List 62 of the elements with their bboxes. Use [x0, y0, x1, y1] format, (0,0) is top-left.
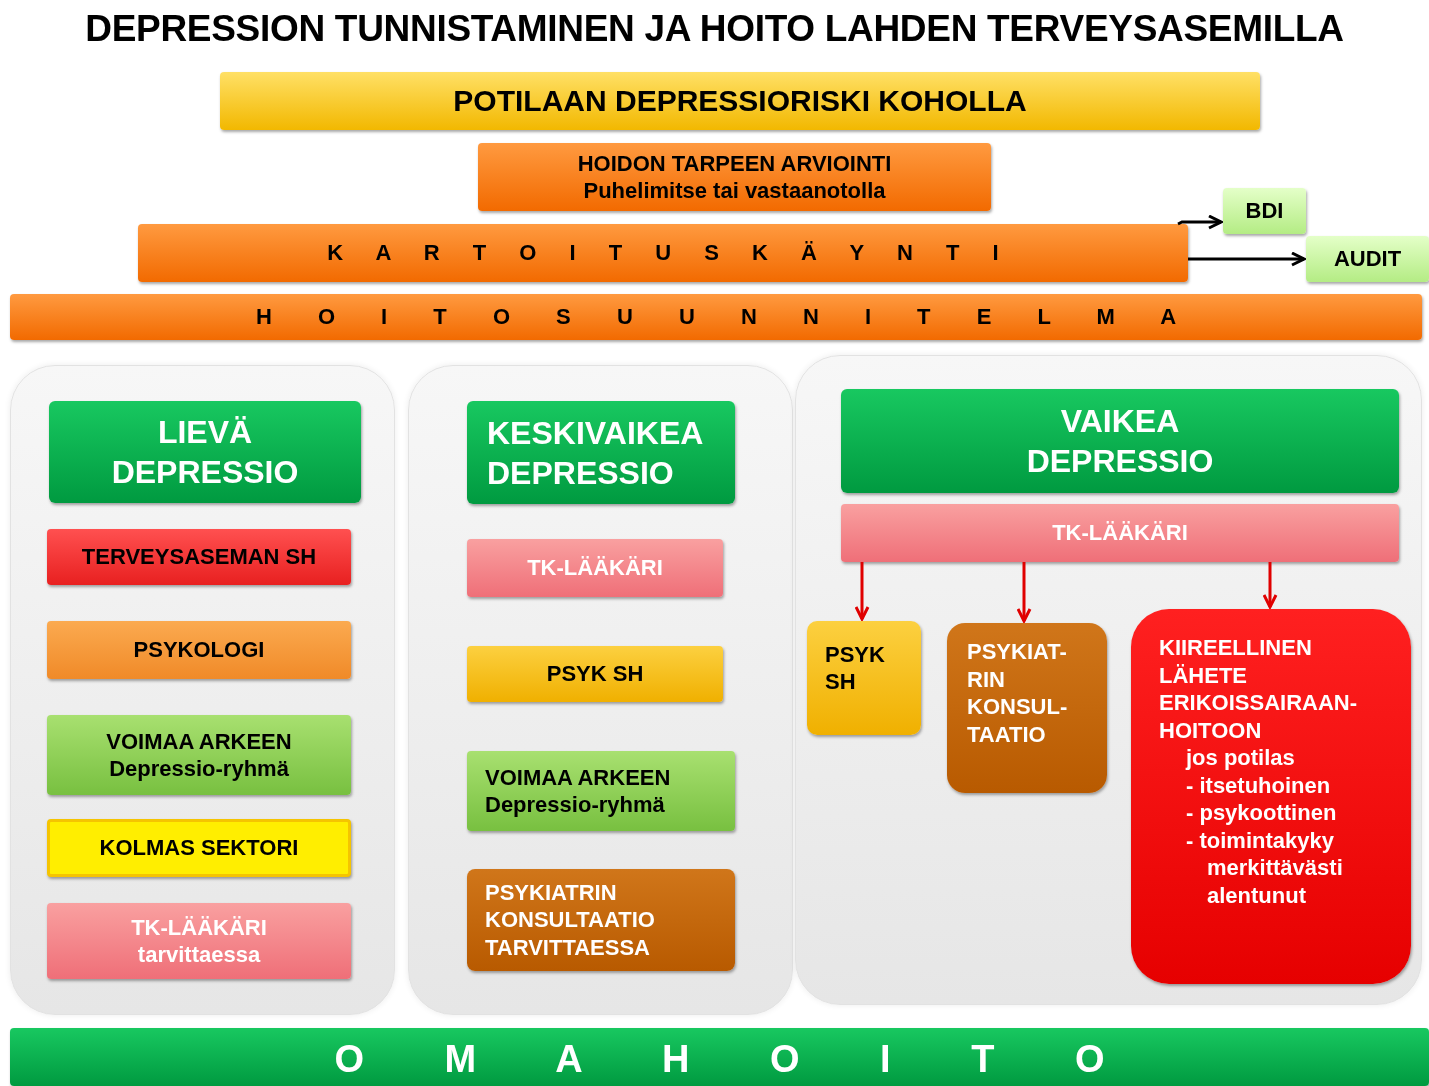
box-sublabel: - itsetuhoinen — [1185, 771, 1332, 799]
box-sublabel: tarvittaessa — [136, 941, 262, 969]
banner — [10, 1028, 1429, 1086]
box-sublabel: - psykoottinen — [1185, 799, 1338, 827]
process-bar — [478, 143, 991, 211]
box-sublabel: Depressio-ryhmä — [108, 755, 290, 783]
box-label: VOIMAA ARKEEN — [105, 727, 293, 755]
box-label: PSYKIATRIN KONSULTAATIO TARVITTAESSA — [485, 878, 656, 962]
process-box — [841, 504, 1399, 562]
box-label: KESKIVAIKEA DEPRESSIO — [487, 413, 704, 493]
tool-box — [1223, 188, 1306, 234]
box-label: H O I T O S U U N N I T E L M A — [254, 303, 1178, 331]
arrow — [1177, 214, 1223, 230]
box-label: PSYKOLOGI — [132, 636, 266, 664]
process-box — [47, 529, 351, 585]
box-label: HOIDON TARPEEN ARVIOINTI — [576, 149, 893, 177]
box-label: K A R T O I T U S K Ä Y N T I — [326, 239, 1000, 267]
referral-box — [1131, 609, 1411, 984]
process-bar — [138, 224, 1188, 282]
tool-box — [1306, 236, 1429, 282]
process-box — [47, 621, 351, 679]
arrow — [1188, 251, 1306, 267]
box-label: TERVEYSASEMAN SH — [80, 543, 318, 571]
box-label: PSYK SH — [545, 660, 645, 688]
panel — [408, 365, 793, 1015]
box-label: VOIMAA ARKEEN — [485, 763, 672, 791]
box-label: TK-LÄÄKÄRI — [130, 913, 268, 941]
process-box — [947, 623, 1107, 793]
diagram-title: DEPRESSION TUNNISTAMINEN JA HOITO LAHDEN TERVEYSASEMILLA — [84, 8, 1345, 50]
banner — [220, 72, 1260, 130]
arrow — [854, 562, 870, 621]
box-label: KOLMAS SEKTORI — [98, 834, 300, 862]
process-box — [467, 869, 735, 971]
box-sublabel: Puhelimitse tai vastaanotolla — [582, 177, 887, 205]
panel — [10, 365, 395, 1015]
category-box — [49, 401, 361, 503]
category-box — [841, 389, 1399, 493]
box-label: VAIKEA DEPRESSIO — [1025, 402, 1215, 481]
box-label: PSYKIAT- RIN KONSUL- TAATIO — [967, 638, 1069, 748]
box-label: AUDIT — [1332, 245, 1403, 273]
process-box — [47, 715, 351, 795]
category-box — [467, 401, 735, 504]
box-label: LIEVÄ DEPRESSIO — [110, 413, 300, 492]
box-label: TK-LÄÄKÄRI — [526, 554, 664, 582]
process-box — [467, 751, 735, 831]
box-label: BDI — [1244, 197, 1285, 225]
process-box — [47, 903, 351, 979]
process-box — [467, 539, 723, 597]
arrow — [1016, 562, 1032, 623]
box-label: PSYK SH — [825, 640, 886, 696]
panel — [795, 355, 1422, 1005]
box-label: TK-LÄÄKÄRI — [1051, 519, 1189, 547]
process-bar — [10, 294, 1422, 340]
box-label: O M A H O I T O — [333, 1037, 1106, 1083]
box-label: POTILAAN DEPRESSIORISKI KOHOLLA — [452, 83, 1028, 120]
process-box — [807, 621, 921, 735]
box-sublabel: - toimintakyky merkittävästi alentunut — [1185, 826, 1344, 909]
arrow — [1262, 562, 1278, 609]
process-box — [467, 646, 723, 702]
box-sublabel: jos potilas — [1184, 744, 1296, 772]
box-sublabel: Depressio-ryhmä — [485, 791, 666, 819]
process-box — [47, 819, 351, 877]
